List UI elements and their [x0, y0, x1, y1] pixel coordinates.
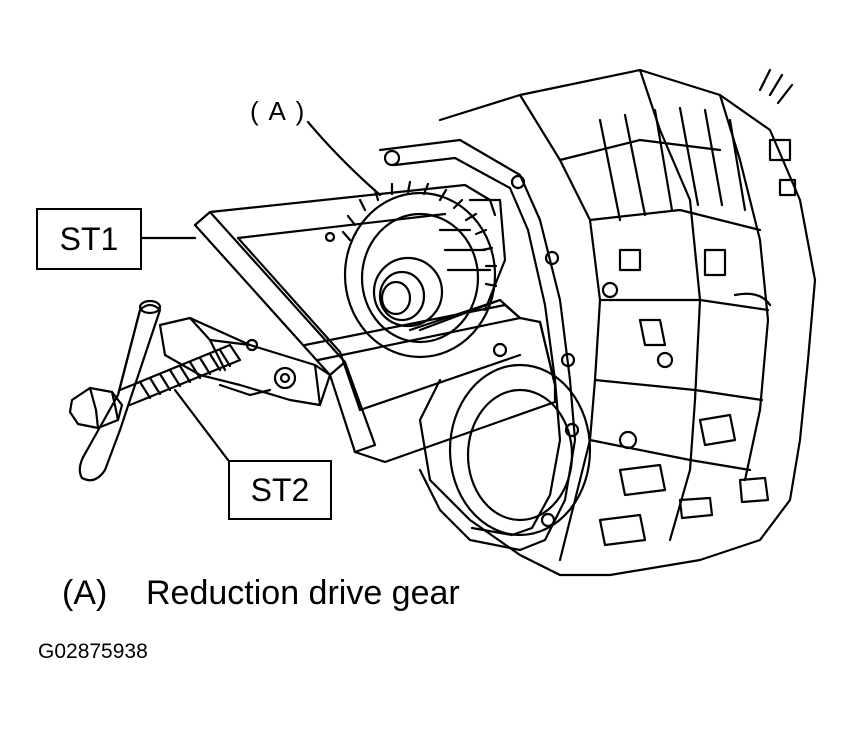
t-handle — [68, 299, 162, 482]
legend-key: (A) — [62, 574, 108, 612]
callout-a: ( A ) — [250, 96, 307, 126]
callout-st2: ST2 — [228, 460, 332, 520]
st1-puller-frame — [193, 183, 557, 464]
st2-puller-shaft — [158, 298, 522, 407]
front-flange — [378, 138, 674, 552]
figure-id: G02875938 — [38, 640, 148, 663]
callout-st1: ST1 — [36, 208, 142, 270]
threaded-screw — [118, 343, 242, 407]
legend-text: Reduction drive gear — [146, 574, 460, 612]
legend: (A) Reduction drive gear — [62, 574, 460, 613]
reduction-drive-gear — [341, 180, 507, 359]
housing-bore — [448, 363, 592, 537]
leader-lines — [140, 120, 382, 462]
transmission-housing — [418, 68, 817, 577]
